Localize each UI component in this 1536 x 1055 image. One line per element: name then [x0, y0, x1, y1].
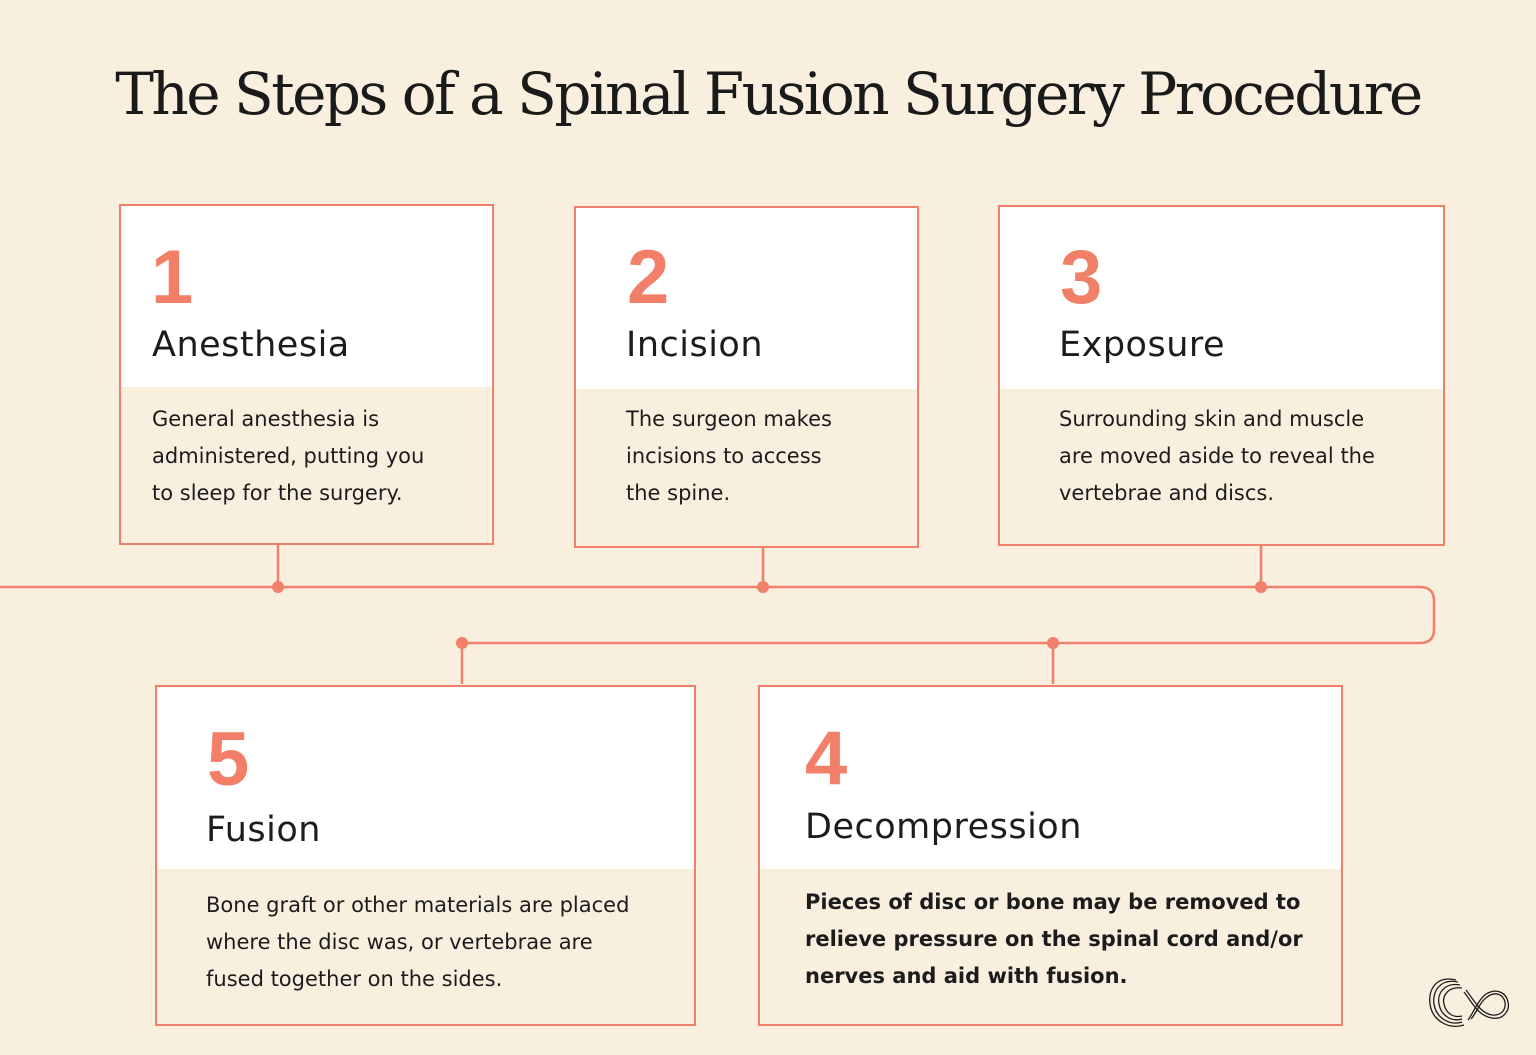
- step-card-1-head: 1 Anesthesia: [121, 206, 492, 387]
- page-title: The Steps of a Spinal Fusion Surgery Pro…: [115, 60, 1423, 128]
- node-step-2: [757, 581, 769, 593]
- step-description: General anesthesia is administered, putt…: [152, 407, 425, 505]
- step-number: 1: [151, 235, 194, 320]
- step-name: Exposure: [1059, 325, 1226, 365]
- step-card-3-head: 3 Exposure: [1000, 207, 1443, 389]
- node-step-4: [1047, 637, 1059, 649]
- node-step-3: [1255, 581, 1267, 593]
- step-card-2: 2 Incision The surgeon makes incisions t…: [574, 206, 919, 548]
- step-description: Surrounding skin and muscle are moved as…: [1059, 407, 1375, 505]
- step-card-1: 1 Anesthesia General anesthesia is admin…: [119, 204, 494, 545]
- node-step-5: [456, 637, 468, 649]
- step-card-4: 4 Decompression Pieces of disc or bone m…: [758, 685, 1343, 1026]
- step-card-4-head: 4 Decompression: [760, 687, 1341, 869]
- node-step-1: [272, 581, 284, 593]
- step-number: 5: [207, 717, 250, 802]
- step-number: 4: [805, 716, 848, 801]
- step-name: Anesthesia: [152, 325, 350, 365]
- step-number: 3: [1060, 235, 1103, 320]
- step-description: Bone graft or other materials are placed…: [206, 893, 630, 991]
- step-number: 2: [627, 235, 670, 320]
- step-description: The surgeon makes incisions to access th…: [626, 407, 832, 505]
- step-description: Pieces of disc or bone may be removed to…: [805, 890, 1303, 988]
- timeline-top-line: [0, 585, 1436, 684]
- step-card-5: 5 Fusion Bone graft or other materials a…: [155, 685, 696, 1026]
- step-name: Fusion: [206, 810, 321, 850]
- infinity-c-logo-icon: [1429, 978, 1510, 1027]
- step-card-3: 3 Exposure Surrounding skin and muscle a…: [998, 205, 1445, 546]
- step-card-5-head: 5 Fusion: [157, 687, 694, 869]
- step-card-2-head: 2 Incision: [576, 208, 917, 389]
- step-name: Incision: [626, 325, 764, 365]
- step-name: Decompression: [805, 807, 1082, 847]
